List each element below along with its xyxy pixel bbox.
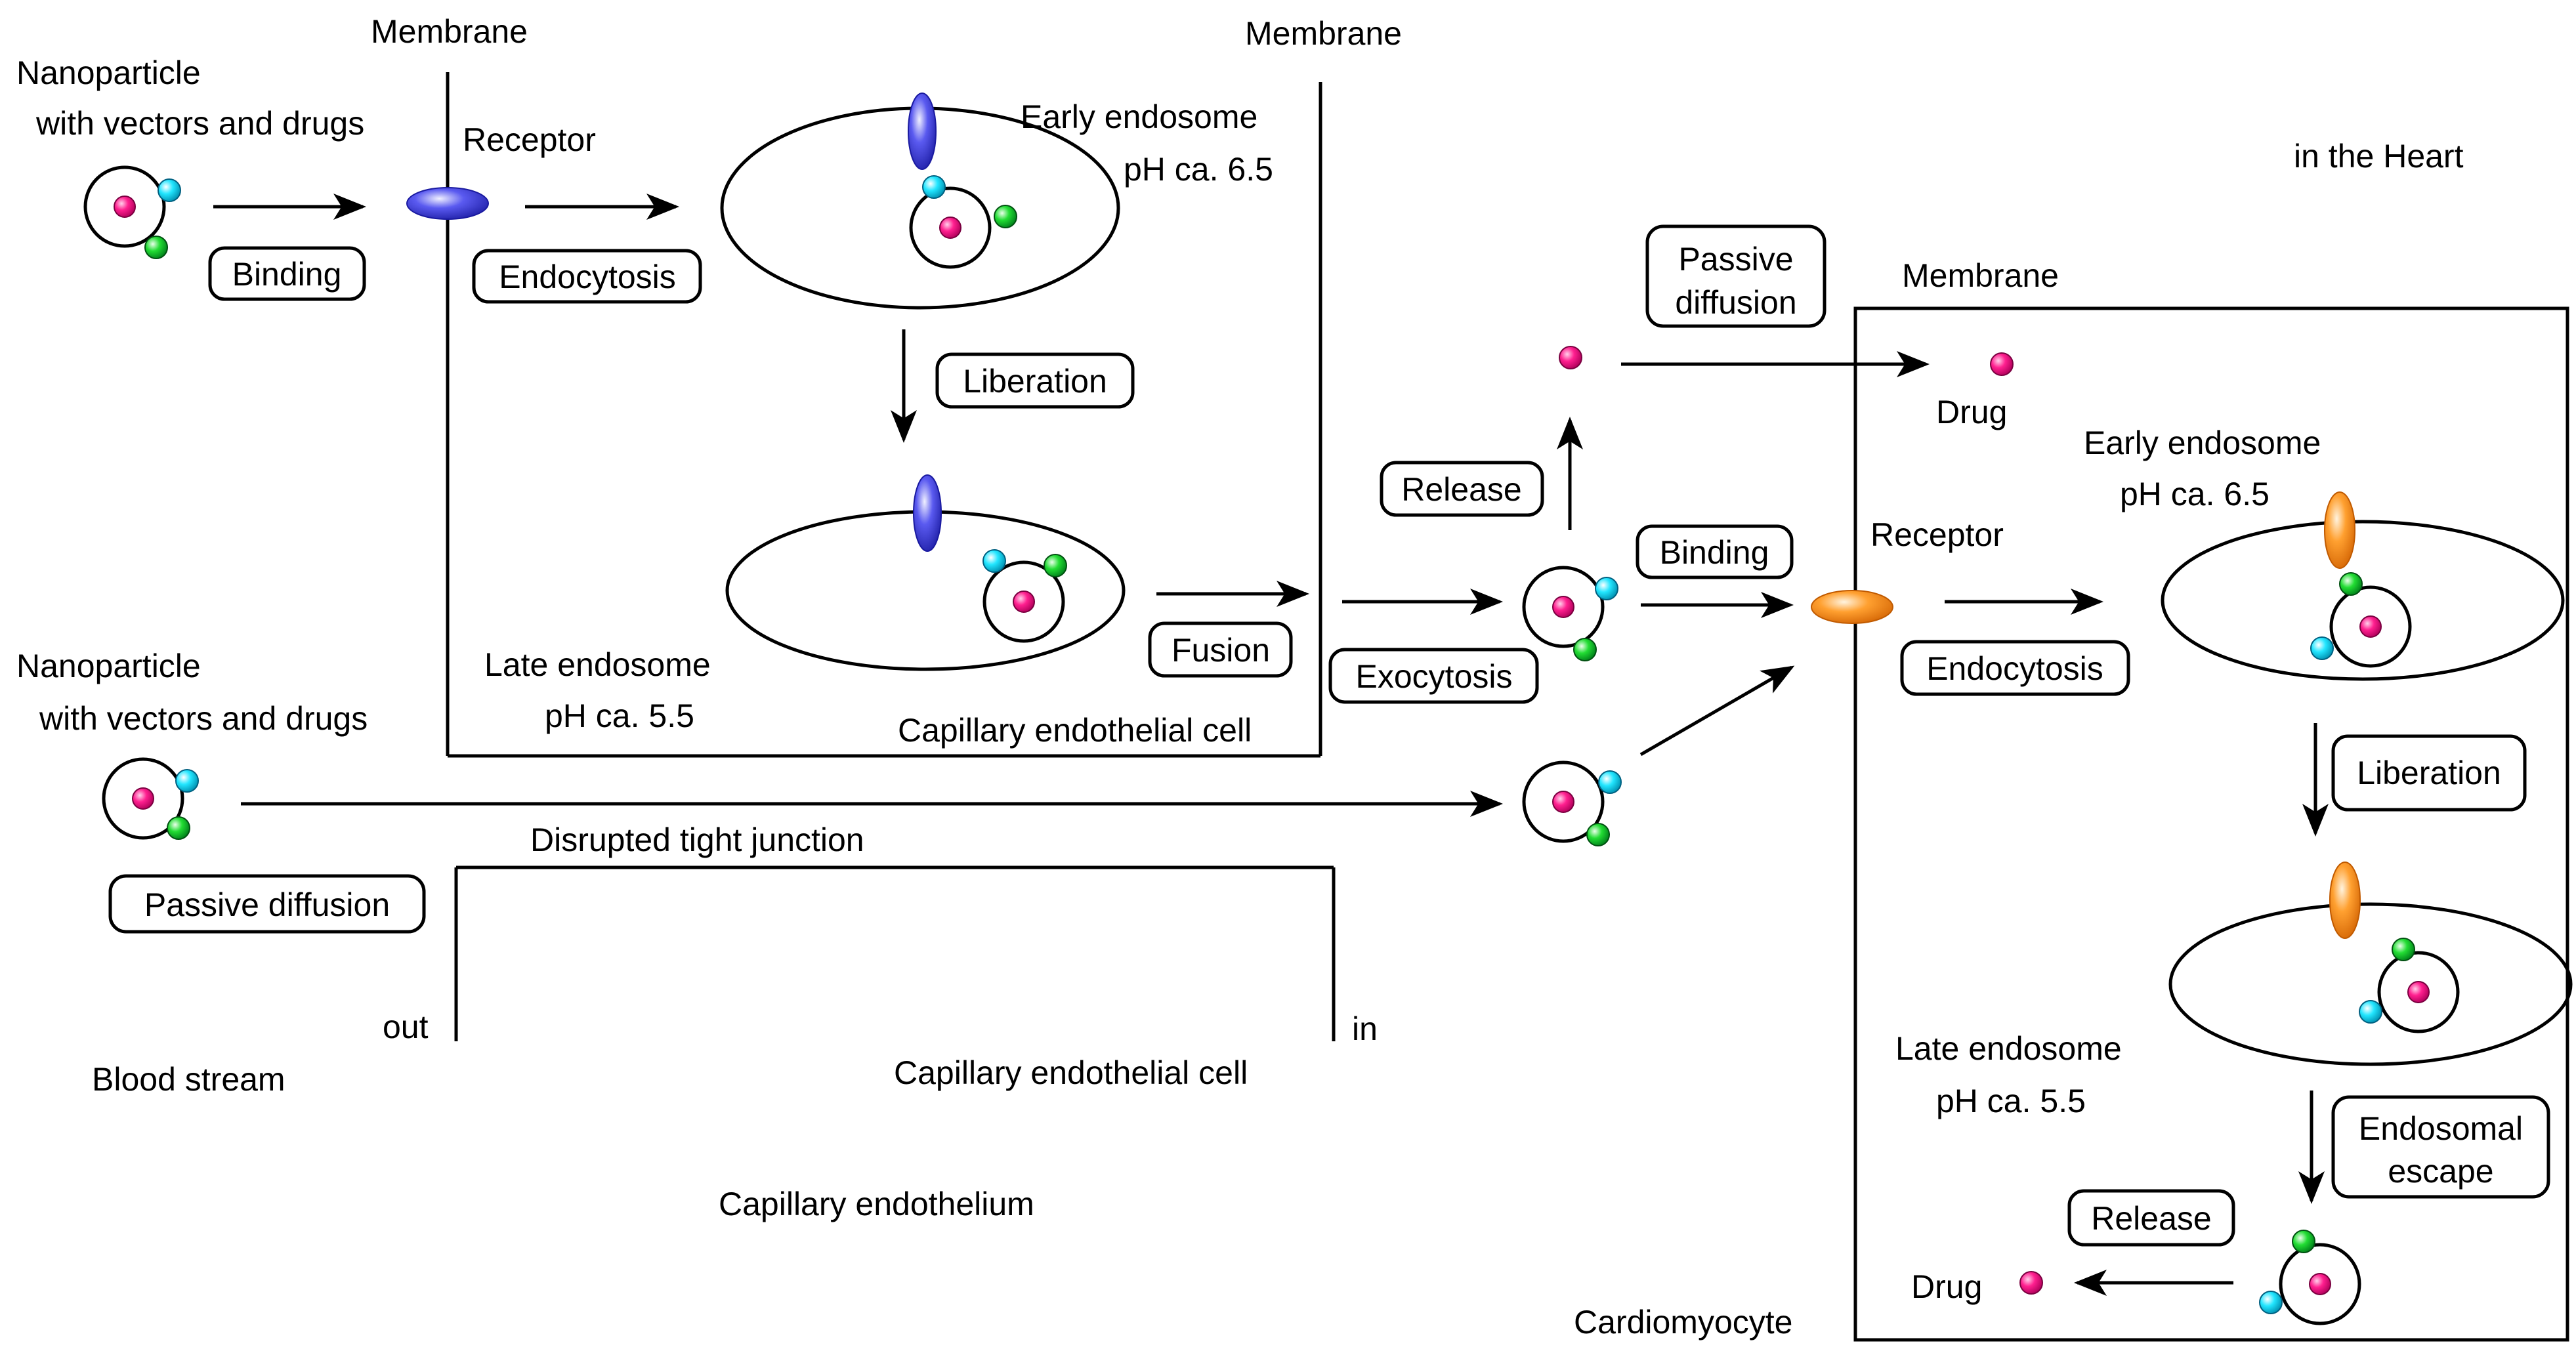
label-early-endosome-left-1: Early endosome bbox=[1021, 98, 1257, 135]
step-passive-diffusion-top: Passive diffusion bbox=[1645, 224, 1826, 328]
svg-text:Endocytosis: Endocytosis bbox=[1926, 650, 2103, 687]
label-receptor-right: Receptor bbox=[1870, 516, 2004, 553]
arrow-junction-to-receptor bbox=[1639, 665, 1795, 757]
nanoparticle-in-late-endosome-right bbox=[2359, 938, 2460, 1033]
step-binding-right: Binding bbox=[1636, 524, 1794, 579]
step-fusion: Fusion bbox=[1148, 621, 1293, 678]
label-drug-top: Drug bbox=[1936, 394, 2007, 430]
step-endocytosis-left: Endocytosis bbox=[472, 249, 702, 304]
drug-in-cardiomyocyte bbox=[1990, 352, 2014, 376]
step-endosomal-escape: Endosomal escape bbox=[2331, 1095, 2550, 1199]
receptor-orange-membrane bbox=[1811, 590, 1893, 624]
svg-text:Binding: Binding bbox=[1660, 534, 1769, 571]
svg-text:Binding: Binding bbox=[232, 256, 342, 293]
svg-text:escape: escape bbox=[2388, 1153, 2493, 1190]
receptor-blue-late bbox=[913, 474, 942, 552]
label-capillary-endothelium: Capillary endothelium bbox=[719, 1186, 1034, 1222]
svg-text:Endocytosis: Endocytosis bbox=[499, 259, 676, 295]
nanoparticle-in-late-endosome-left bbox=[982, 549, 1067, 643]
step-liberation-right: Liberation bbox=[2331, 734, 2527, 812]
capillary-cell-outline bbox=[446, 72, 1322, 758]
label-early-endosome-right-2: pH ca. 6.5 bbox=[2120, 476, 2270, 512]
label-in: in bbox=[1352, 1010, 1378, 1047]
step-liberation-left: Liberation bbox=[935, 352, 1135, 409]
label-nanoparticle-mid-2: with vectors and drugs bbox=[39, 700, 368, 737]
label-membrane-top-left: Membrane bbox=[371, 13, 528, 50]
label-blood-stream: Blood stream bbox=[92, 1061, 285, 1098]
label-receptor-left: Receptor bbox=[463, 121, 596, 158]
nanoparticle-through-junction bbox=[1522, 760, 1622, 846]
label-membrane-cardio: Membrane bbox=[1902, 257, 2059, 294]
nanoparticle-in-early-endosome-left bbox=[909, 175, 1017, 269]
nanoparticle-exocytosed bbox=[1522, 566, 1618, 661]
label-membrane-top-right: Membrane bbox=[1245, 15, 1402, 52]
label-late-endosome-left-2: pH ca. 5.5 bbox=[545, 697, 694, 734]
label-late-endosome-right-1: Late endosome bbox=[1895, 1030, 2122, 1067]
svg-text:Endosomal: Endosomal bbox=[2359, 1110, 2523, 1147]
step-exocytosis: Exocytosis bbox=[1328, 648, 1539, 704]
label-capillary-cell-top: Capillary endothelial cell bbox=[898, 712, 1252, 749]
label-cardiomyocyte: Cardiomyocyte bbox=[1574, 1304, 1792, 1341]
step-passive-diffusion-left: Passive diffusion bbox=[108, 874, 426, 934]
receptor-orange-early bbox=[2324, 491, 2355, 569]
receptor-blue-membrane bbox=[406, 187, 489, 220]
cardiomyocyte-membrane bbox=[1853, 306, 2569, 1342]
receptor-blue-early bbox=[908, 93, 937, 170]
svg-text:Liberation: Liberation bbox=[2357, 755, 2501, 791]
tight-junction-outline bbox=[454, 865, 1336, 1041]
label-in-the-heart: in the Heart bbox=[2294, 138, 2464, 175]
svg-text:Exocytosis: Exocytosis bbox=[1356, 658, 1513, 695]
nanoparticle-mid-left bbox=[102, 757, 199, 840]
label-drug-bottom: Drug bbox=[1911, 1268, 1982, 1305]
nanoparticle-escaped bbox=[2259, 1230, 2361, 1325]
label-early-endosome-right-1: Early endosome bbox=[2084, 425, 2321, 461]
label-out: out bbox=[383, 1008, 429, 1045]
svg-text:Passive: Passive bbox=[1678, 241, 1793, 278]
svg-text:diffusion: diffusion bbox=[1675, 284, 1796, 321]
label-early-endosome-left-2: pH ca. 6.5 bbox=[1124, 151, 1273, 188]
late-endosome-right bbox=[2168, 902, 2573, 1066]
drug-released bbox=[1559, 346, 1582, 369]
nanoparticle-in-early-endosome-right bbox=[2310, 572, 2412, 668]
svg-text:Fusion: Fusion bbox=[1172, 632, 1270, 669]
drug-final bbox=[2019, 1271, 2043, 1295]
step-binding-left: Binding bbox=[208, 246, 366, 301]
step-endocytosis-right: Endocytosis bbox=[1900, 640, 2130, 696]
step-release-top: Release bbox=[1380, 461, 1544, 517]
label-nanoparticle-top-2: with vectors and drugs bbox=[35, 105, 364, 142]
label-capillary-cell-bottom: Capillary endothelial cell bbox=[894, 1054, 1248, 1091]
svg-text:Release: Release bbox=[2091, 1200, 2211, 1237]
early-endosome-right bbox=[2161, 520, 2565, 681]
svg-text:Liberation: Liberation bbox=[963, 363, 1107, 400]
label-late-endosome-right-2: pH ca. 5.5 bbox=[1936, 1083, 2086, 1119]
label-nanoparticle-mid-1: Nanoparticle bbox=[16, 648, 201, 684]
step-release-bottom: Release bbox=[2067, 1189, 2235, 1247]
svg-text:Passive diffusion: Passive diffusion bbox=[144, 886, 390, 923]
nanoparticle-top-left bbox=[83, 165, 181, 259]
label-late-endosome-left-1: Late endosome bbox=[484, 646, 711, 683]
label-disrupted-junction: Disrupted tight junction bbox=[530, 821, 864, 858]
label-nanoparticle-top-1: Nanoparticle bbox=[16, 54, 201, 91]
receptor-orange-late bbox=[2329, 862, 2361, 939]
svg-text:Release: Release bbox=[1401, 471, 1521, 508]
